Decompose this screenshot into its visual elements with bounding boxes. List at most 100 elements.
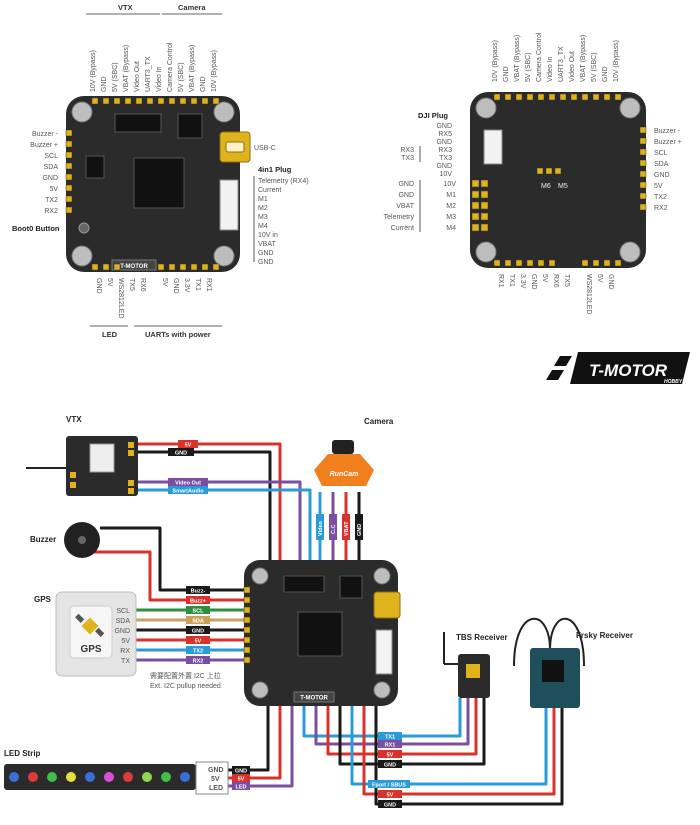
front-top-pin: VBAT (Bypass) (189, 45, 196, 92)
mount-hole (475, 97, 497, 119)
motor-pads (471, 179, 489, 232)
motor-left-pin: GND (398, 192, 414, 199)
regulator-chip (85, 155, 105, 179)
front-top-pin: 10V (Bypass) (211, 50, 218, 92)
back-bottom-pin: 5V (596, 274, 603, 283)
led-pin-labels: GND 5V LED (208, 767, 224, 792)
wire-sbus (350, 706, 548, 786)
wire-led-gnd (226, 706, 270, 772)
motor-pin: M1 (446, 192, 456, 199)
back-bottom-pin: WS2812LED (585, 274, 592, 314)
plug-pin: Telemetry (RX4) (258, 178, 309, 185)
back-bottom-pin: TX1 (508, 274, 515, 287)
tag-tbs-gnd: GND (384, 763, 396, 769)
buzzer-label: Buzzer (30, 535, 56, 544)
back-bottom-pin: 3.3V (519, 274, 526, 289)
vtx-shield (89, 443, 115, 473)
tag-sbus: Fport / SBUS (372, 783, 406, 789)
wiring-section: 5V GND Video Out SmartAudio Video C.C VB… (4, 415, 633, 809)
front-brand-chip: T-MOTOR (120, 264, 148, 270)
wire-fr-gnd (374, 706, 564, 806)
tag-sda: SDA (192, 619, 204, 625)
mount-hole (619, 97, 641, 119)
front-top-pin: 10V (Bypass) (90, 50, 97, 92)
mount-hole (71, 245, 93, 267)
led-pin: GND (208, 767, 224, 774)
front-left-pads (65, 129, 73, 214)
back-bottom-pin: GND (530, 274, 537, 290)
mount-hole (475, 241, 497, 263)
back-bottom-pin: RX1 (497, 274, 504, 288)
tag-tx1: TX1 (385, 735, 395, 741)
led-pin: LED (209, 785, 223, 792)
front-top-pads (91, 97, 220, 105)
plug-pin: GND (258, 250, 274, 257)
dji-pin: TX3 (439, 155, 452, 162)
back-right-pin: SCL (654, 150, 668, 157)
front-bottom-pads (91, 263, 220, 271)
back-top-pin: UART3_TX (558, 46, 565, 82)
plug-pin: GND (258, 259, 274, 266)
4in1-connector (219, 179, 239, 231)
motor-left-pin: Telemetry (384, 214, 415, 221)
front-bottom-pin: 5V (106, 278, 113, 287)
gps-pin: TX (121, 658, 130, 665)
board-front: VTX Camera 10V (Bypass) GND 5V (SBC) VBA… (12, 3, 309, 339)
wire-video-out (138, 480, 302, 560)
motor-left-pin: VBAT (396, 203, 414, 210)
dji-plug-pins: GND RX5 GND RX3 TX3 GND 10V RX3 TX3 (400, 123, 452, 178)
osd-chip (114, 113, 162, 133)
boot-button[interactable] (78, 222, 90, 234)
board-back: 10V (Bypass) GND VBAT (Bypass) 5V (SBC) … (384, 32, 682, 314)
flight-controller: T-MOTOR (243, 560, 401, 706)
gps-pin: GND (114, 628, 130, 635)
plug-pin: M3 (258, 214, 268, 221)
fc-brand: T-MOTOR (300, 696, 328, 702)
back-top-pin-labels: 10V (Bypass) GND VBAT (Bypass) 5V (SBC) … (492, 32, 620, 82)
front-bottom-pin: RX6 (139, 278, 146, 292)
dji-pin: RX5 (438, 131, 452, 138)
motor-pin-labels: 10V M1 M2 M3 M4 GND GND VBAT Telemetry C… (384, 181, 457, 232)
buzzer: Buzzer (30, 522, 100, 558)
front-left-pin: 5V (49, 186, 58, 193)
tbs-label: TBS Receiver (456, 633, 508, 642)
t-motor-logo: T-MOTOR HOBBY (546, 352, 690, 385)
dji-pin: GND (436, 139, 452, 146)
tag-vtx-5v: 5V (185, 443, 192, 449)
front-bottom-pin: 3.3V (183, 278, 190, 293)
back-board-pcb (470, 92, 646, 268)
wire-tags: 5V GND Video Out SmartAudio Video C.C VB… (168, 440, 410, 809)
tag-fr-5v: 5V (387, 793, 394, 799)
back-right-pin: RX2 (654, 205, 668, 212)
back-top-pin: Video Out (569, 51, 576, 82)
front-top-pin: GND (101, 76, 108, 92)
frsky-label: Frsky Receiver (576, 631, 633, 640)
motor-left-pin: GND (398, 181, 414, 188)
led-pin: 5V (211, 776, 220, 783)
gps-note-en: Ext. I2C pullup needed (150, 683, 221, 690)
back-right-pads (639, 126, 647, 211)
tag-buzz-plus: Buzz+ (190, 599, 206, 605)
fc-mcu (297, 611, 343, 657)
back-top-pin: GND (503, 66, 510, 82)
dji-plug-title: DJI Plug (418, 111, 448, 120)
wire-tbs-gnd (338, 698, 486, 766)
front-left-pin: Buzzer - (32, 131, 59, 138)
dji-connector (483, 129, 503, 165)
back-top-pin: 5V (SBC) (591, 52, 598, 82)
tag-5v: 5V (195, 639, 202, 645)
gyro-chip (177, 113, 203, 139)
back-bottom-pin-labels: RX1 TX1 3.3V GND 5V RX6 TX5 WS2812LED 5V… (497, 274, 614, 314)
tag-vtx-gnd: GND (175, 451, 187, 457)
tag-rx1: RX1 (385, 743, 396, 749)
gps-pin: 5V (121, 638, 130, 645)
camera-lens (332, 440, 354, 454)
front-bottom-pin: GND (172, 278, 179, 294)
back-right-pin: Buzzer - (654, 128, 681, 135)
front-top-pin: Camera Control (167, 42, 174, 92)
front-bottom-pin: GND (95, 278, 102, 294)
front-left-pin: SCL (44, 153, 58, 160)
mcu-chip (133, 157, 185, 209)
